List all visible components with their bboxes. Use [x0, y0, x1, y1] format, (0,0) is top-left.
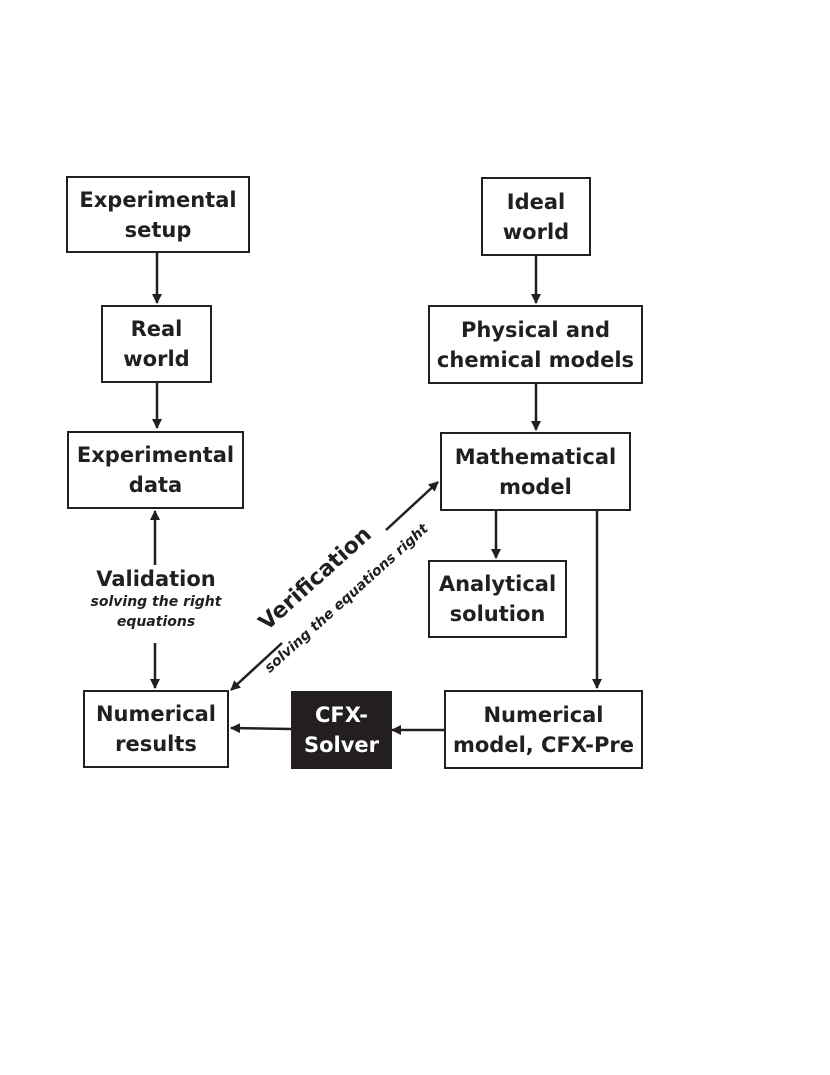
analytical-solution-line2: solution — [449, 602, 546, 626]
numerical-model-box: Numerical model, CFX-Pre — [444, 690, 643, 769]
validation-subtitle-line1: solving the right — [90, 594, 222, 610]
analytical-solution-box: Analytical solution — [428, 560, 567, 638]
arrow-solver-to-numerical-results — [230, 723, 292, 734]
numerical-model-line2: model, CFX-Pre — [452, 732, 634, 757]
numerical-model-line1: Numerical — [483, 702, 604, 727]
physical-chemical-models-line1: Physical and — [460, 317, 610, 342]
cfx-solver-line2: Solver — [303, 733, 380, 757]
experimental-setup-line1: Experimental — [79, 187, 237, 212]
real-world-line2: world — [123, 347, 190, 371]
experimental-setup-line2: setup — [124, 217, 192, 242]
physical-chemical-models-line2: chemical models — [436, 347, 635, 372]
analytical-solution-line1: Analytical — [438, 572, 557, 596]
real-world-line1: Real — [130, 317, 183, 341]
experimental-data-box: Experimental data — [67, 431, 244, 509]
mathematical-model-line1: Mathematical — [454, 444, 617, 469]
numerical-results-box: Numerical results — [83, 690, 229, 768]
experimental-data-line2: data — [128, 473, 183, 497]
validation-label: Validation solving the right equations — [80, 566, 232, 632]
cfx-solver-line1: CFX- — [315, 703, 368, 727]
experimental-data-line1: Experimental — [76, 443, 235, 467]
mathematical-model-box: Mathematical model — [440, 432, 631, 511]
physical-chemical-models-box: Physical and chemical models — [428, 305, 643, 384]
experimental-setup-box: Experimental setup — [66, 176, 250, 253]
ideal-world-line1: Ideal — [506, 189, 566, 214]
ideal-world-line2: world — [502, 219, 570, 244]
numerical-results-line1: Numerical — [95, 702, 217, 726]
validation-title: Validation — [96, 567, 216, 591]
numerical-results-line2: results — [115, 732, 197, 756]
mathematical-model-line2: model — [499, 474, 572, 499]
arrow-verification-to-mathematical-model — [385, 481, 439, 531]
validation-subtitle-line2: equations — [116, 614, 196, 630]
arrow-verification-to-numerical-results — [230, 642, 283, 691]
real-world-box: Real world — [101, 305, 212, 383]
cfx-solver-box: CFX- Solver — [291, 691, 392, 769]
ideal-world-box: Ideal world — [481, 177, 591, 256]
